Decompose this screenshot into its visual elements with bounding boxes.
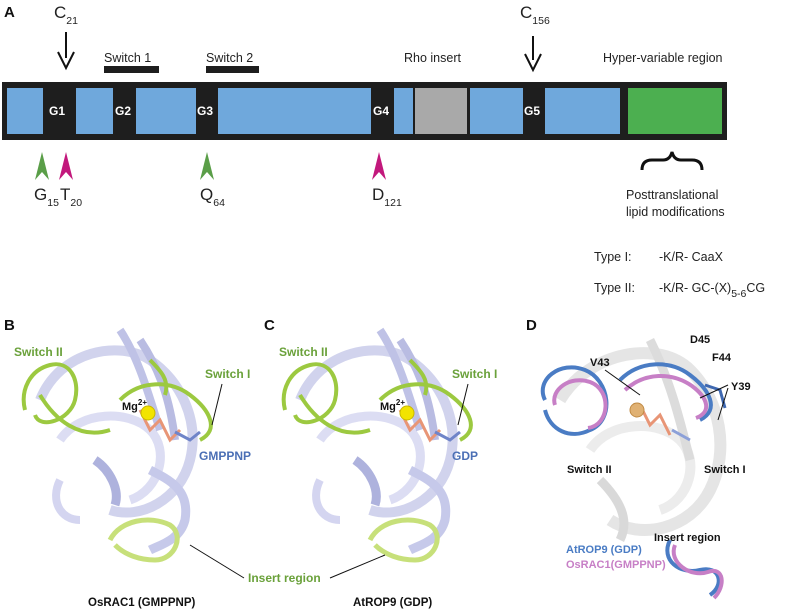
panel-a-letter: A — [4, 4, 15, 21]
panel-c-ligand-label: GDP — [452, 449, 478, 463]
domain-block — [394, 88, 413, 134]
v43-leader — [604, 369, 641, 396]
osrac1-structure — [21, 327, 213, 563]
panel-b-letter: B — [4, 317, 15, 334]
y39-leader-1 — [699, 384, 729, 399]
domain-block — [545, 88, 620, 134]
insert-region-leader-c — [329, 554, 386, 579]
g15-arrowhead-icon — [35, 152, 49, 180]
g5-label: G5 — [524, 104, 540, 118]
panel-b-mg-label: Mg2+ — [122, 398, 147, 413]
d121-label: D121 — [372, 185, 402, 209]
panel-d-switch1-label: Switch I — [704, 464, 746, 476]
hvr-block — [628, 88, 722, 134]
residue-y39-label: Y39 — [731, 381, 751, 393]
hvr-brace — [640, 151, 704, 171]
type1-motif: -K/R- CaaX — [659, 250, 724, 264]
type1-label: Type I: — [594, 250, 632, 264]
panel-b-ligand-label: GMPPNP — [199, 449, 251, 463]
hvr-label: Hyper-variable region — [603, 51, 723, 65]
panel-c-caption: AtROP9 (GDP) — [353, 597, 432, 609]
panel-c-letter: C — [264, 317, 275, 334]
panel-b-switch2-label: Switch II — [14, 345, 63, 359]
insert-region-leader-b — [189, 544, 245, 579]
type2-label: Type II: — [594, 281, 635, 295]
panel-c-switch1-leader — [457, 383, 469, 426]
cys21-label: C21 — [54, 3, 78, 27]
g1-label: G1 — [49, 104, 65, 118]
cys21-arrow-head — [57, 51, 75, 71]
panel-c-switch1-label: Switch I — [452, 367, 497, 381]
legend-osrac1: OsRAC1(GMPPNP) — [566, 559, 666, 571]
q64-arrowhead-icon — [200, 152, 214, 180]
switch1-label: Switch 1 — [104, 51, 151, 65]
residue-v43-label: V43 — [590, 357, 610, 369]
ptm-line2: lipid modifications — [626, 205, 725, 219]
panel-d-letter: D — [526, 317, 537, 334]
domain-block — [470, 88, 523, 134]
domain-block — [76, 88, 113, 134]
rho-insert-block — [415, 88, 467, 134]
panel-d-insert-region-label: Insert region — [654, 532, 721, 544]
cys156-label: C156 — [520, 3, 550, 27]
domain-block — [136, 88, 196, 134]
d121-arrowhead-icon — [372, 152, 386, 180]
switch2-label: Switch 2 — [206, 51, 253, 65]
residue-f44-label: F44 — [712, 352, 732, 364]
panel-b-switch1-leader — [211, 383, 223, 426]
panel-b-caption: OsRAC1 (GMPPNP) — [88, 597, 196, 609]
panel-c-switch2-label: Switch II — [279, 345, 328, 359]
t20-label: T20 — [60, 185, 82, 209]
switch1-bar — [104, 66, 159, 73]
g4-label: G4 — [373, 104, 389, 118]
overlay-structure — [540, 337, 727, 600]
ptm-line1: Posttranslational — [626, 188, 718, 202]
q64-label: Q64 — [200, 185, 225, 209]
rho-insert-label: Rho insert — [404, 51, 461, 65]
domain-block — [7, 88, 43, 134]
panel-b-switch1-label: Switch I — [205, 367, 250, 381]
type2-motif: -K/R- GC-(X)5-6CG — [659, 281, 765, 300]
g2-label: G2 — [115, 104, 131, 118]
t20-arrowhead-icon — [59, 152, 73, 180]
domain-block — [218, 88, 371, 134]
g3-label: G3 — [197, 104, 213, 118]
switch2-bar — [206, 66, 259, 73]
panel-d-switch2-label: Switch II — [567, 464, 612, 476]
g15-label: G15 — [34, 185, 59, 209]
residue-d45-label: D45 — [690, 334, 710, 346]
cys156-arrow-head — [524, 53, 542, 73]
insert-region-label: Insert region — [248, 571, 321, 585]
legend-atrop9: AtROP9 (GDP) — [566, 544, 642, 556]
panel-c-mg-label: Mg2+ — [380, 398, 405, 413]
atrop9-structure — [281, 327, 473, 563]
y39-leader-2 — [717, 387, 729, 421]
